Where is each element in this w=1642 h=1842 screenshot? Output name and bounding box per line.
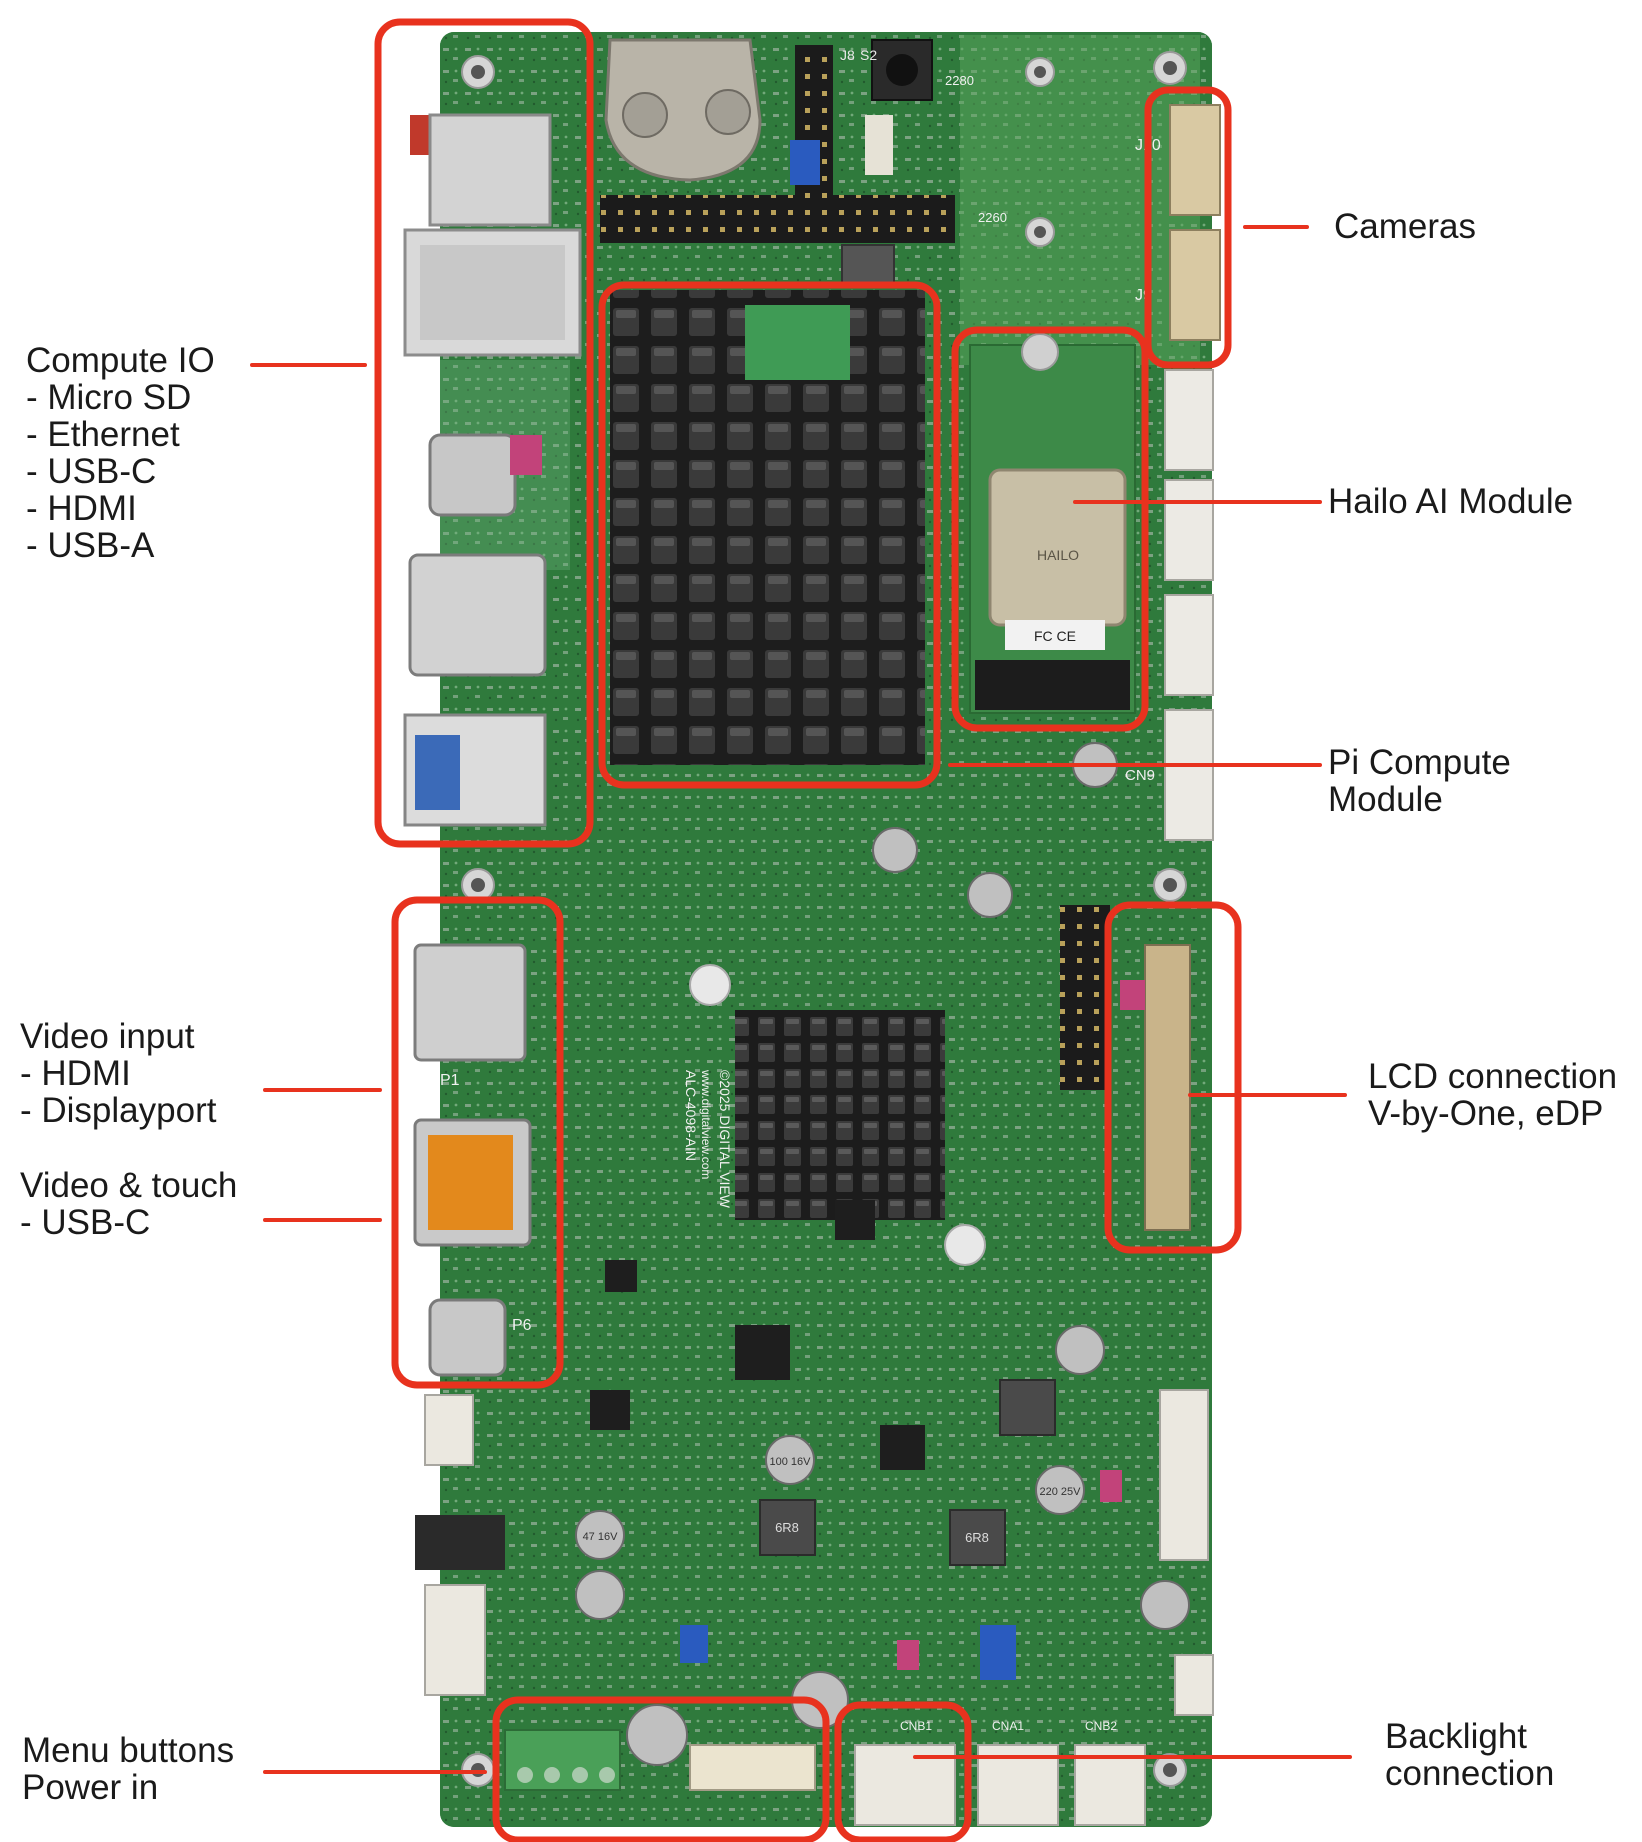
label-lcd-line: LCD connection xyxy=(1368,1057,1618,1096)
label-video-input-item: - Displayport xyxy=(20,1091,217,1130)
m2-2260-silk: 2260 xyxy=(978,210,1007,225)
label-backlight: Backlight connection xyxy=(1385,1718,1554,1792)
hailo-module-board: HAILO FC CE xyxy=(969,333,1136,714)
label-backlight-line: Backlight xyxy=(1385,1717,1528,1756)
label-backlight-line: connection xyxy=(1385,1754,1555,1793)
inductor-label-1: 6R8 xyxy=(775,1520,799,1535)
highlight-compute-io xyxy=(374,18,594,848)
p1-silk: P1 xyxy=(440,1072,460,1089)
gpio-header xyxy=(600,195,955,243)
label-compute-io-title: Compute IO xyxy=(26,341,215,380)
camera-connectors xyxy=(1169,104,1221,341)
label-pi-compute-line: Pi Compute xyxy=(1328,743,1511,782)
highlight-lcd xyxy=(1104,901,1242,1254)
inductor-label-2: 6R8 xyxy=(965,1530,989,1545)
label-menu-power-line: Power in xyxy=(22,1768,159,1807)
label-compute-io-item: - USB-A xyxy=(26,526,155,565)
power-in-terminal xyxy=(504,1729,816,1791)
highlight-hailo xyxy=(951,326,1149,732)
pi-compute-heatsink xyxy=(610,290,925,765)
label-video-input: Video input - HDMI - Displayport xyxy=(20,1018,216,1129)
label-pi-compute: Pi Compute Module xyxy=(1328,744,1511,818)
board-print-copyright: ©2025 DIGITAL VIEW xyxy=(717,1070,733,1209)
label-lcd: LCD connection V-by-One, eDP xyxy=(1368,1058,1617,1132)
j8-silk: J8 xyxy=(840,47,855,63)
fcc-mark: FC CE xyxy=(1034,628,1076,644)
label-lcd-line: V-by-One, eDP xyxy=(1368,1094,1604,1133)
cnb1-silk: CNB1 xyxy=(900,1719,932,1733)
label-pi-compute-line: Module xyxy=(1328,780,1443,819)
highlight-backlight xyxy=(834,1701,972,1842)
highlight-menu-power xyxy=(492,1696,830,1842)
cap-label-2: 220 25V xyxy=(1040,1486,1082,1498)
label-compute-io-item: - USB-C xyxy=(26,452,157,491)
label-compute-io-item: - HDMI xyxy=(26,489,137,528)
lcd-connector xyxy=(1120,944,1191,1231)
highlight-video-input xyxy=(391,896,564,1389)
pcb-board: J8 S2 2280 2260 2242 J10 J9 xyxy=(403,32,1221,1827)
m2-2280-silk: 2280 xyxy=(945,73,974,88)
label-video-touch-item: - USB-C xyxy=(20,1203,151,1242)
cn9-silk: CN9 xyxy=(1125,767,1155,784)
label-cameras-title: Cameras xyxy=(1334,207,1476,246)
label-video-input-item: - HDMI xyxy=(20,1054,131,1093)
cap-label-3: 47 16V xyxy=(583,1531,619,1543)
highlight-pi-compute xyxy=(598,281,941,789)
s2-silk: S2 xyxy=(860,47,877,63)
label-video-input-title: Video input xyxy=(20,1017,195,1056)
label-menu-power-line: Menu buttons xyxy=(22,1731,235,1770)
video-input-ports: P1 P6 xyxy=(413,943,532,1377)
board-print-url: www.digitalview.com xyxy=(699,1069,713,1179)
cna1-silk: CNA1 xyxy=(992,1719,1024,1733)
coin-cell-holder xyxy=(604,38,762,182)
highlight-cameras xyxy=(1144,86,1232,369)
label-cameras: Cameras xyxy=(1334,208,1476,245)
p6-silk: P6 xyxy=(512,1317,532,1334)
hailo-chip-text: HAILO xyxy=(1037,547,1079,563)
label-compute-io: Compute IO - Micro SD - Ethernet - USB-C… xyxy=(26,342,215,564)
label-compute-io-item: - Ethernet xyxy=(26,415,180,454)
label-hailo-title: Hailo AI Module xyxy=(1328,482,1574,521)
label-hailo: Hailo AI Module xyxy=(1328,483,1573,520)
cap-label-1: 100 16V xyxy=(770,1456,812,1468)
label-video-touch-title: Video & touch xyxy=(20,1166,238,1205)
compute-io-ports xyxy=(403,113,582,827)
cnb2-silk: CNB2 xyxy=(1085,1719,1117,1733)
label-compute-io-item: - Micro SD xyxy=(26,378,192,417)
board-print-model: ALC-4098-AIN xyxy=(683,1070,699,1161)
scaler-heatsink xyxy=(735,1010,945,1220)
label-menu-power: Menu buttons Power in xyxy=(22,1732,234,1806)
label-video-touch: Video & touch - USB-C xyxy=(20,1167,237,1241)
